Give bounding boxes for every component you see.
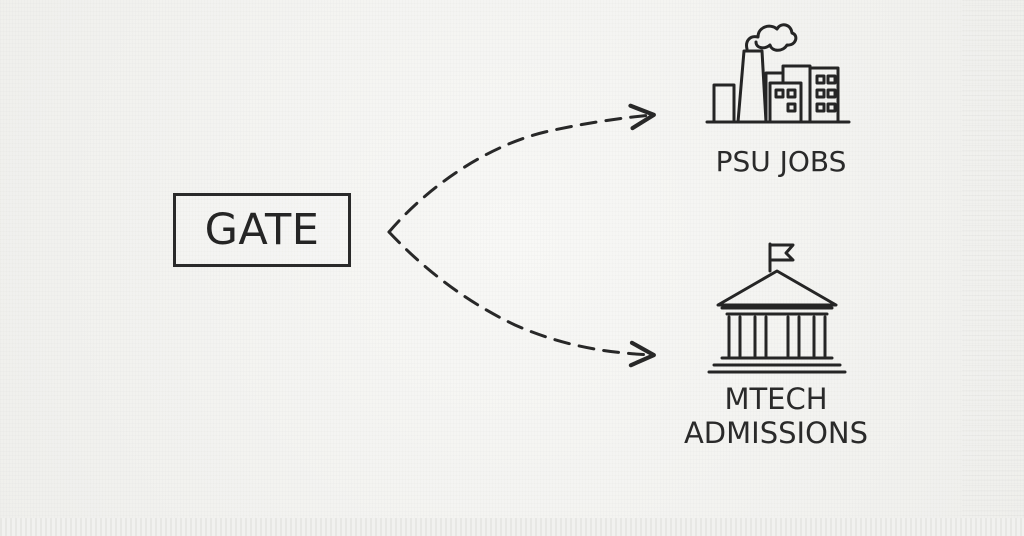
bottom-paper-edge	[0, 518, 1024, 536]
mtech-label-line: MTECH	[724, 382, 828, 416]
gate-node: GATE	[173, 193, 351, 267]
mtech-admissions-label: MTECH ADMISSIONS	[676, 382, 876, 450]
gate-label: GATE	[204, 204, 320, 255]
psu-jobs-label: PSU JOBS	[715, 145, 847, 178]
university-building-icon	[707, 242, 847, 374]
arrow-to-mtech-admissions	[387, 230, 656, 368]
arrow-to-psu-jobs	[387, 103, 656, 234]
factory-icon	[705, 23, 851, 124]
admissions-label-line: ADMISSIONS	[683, 416, 869, 451]
right-paper-edge	[962, 0, 1024, 536]
